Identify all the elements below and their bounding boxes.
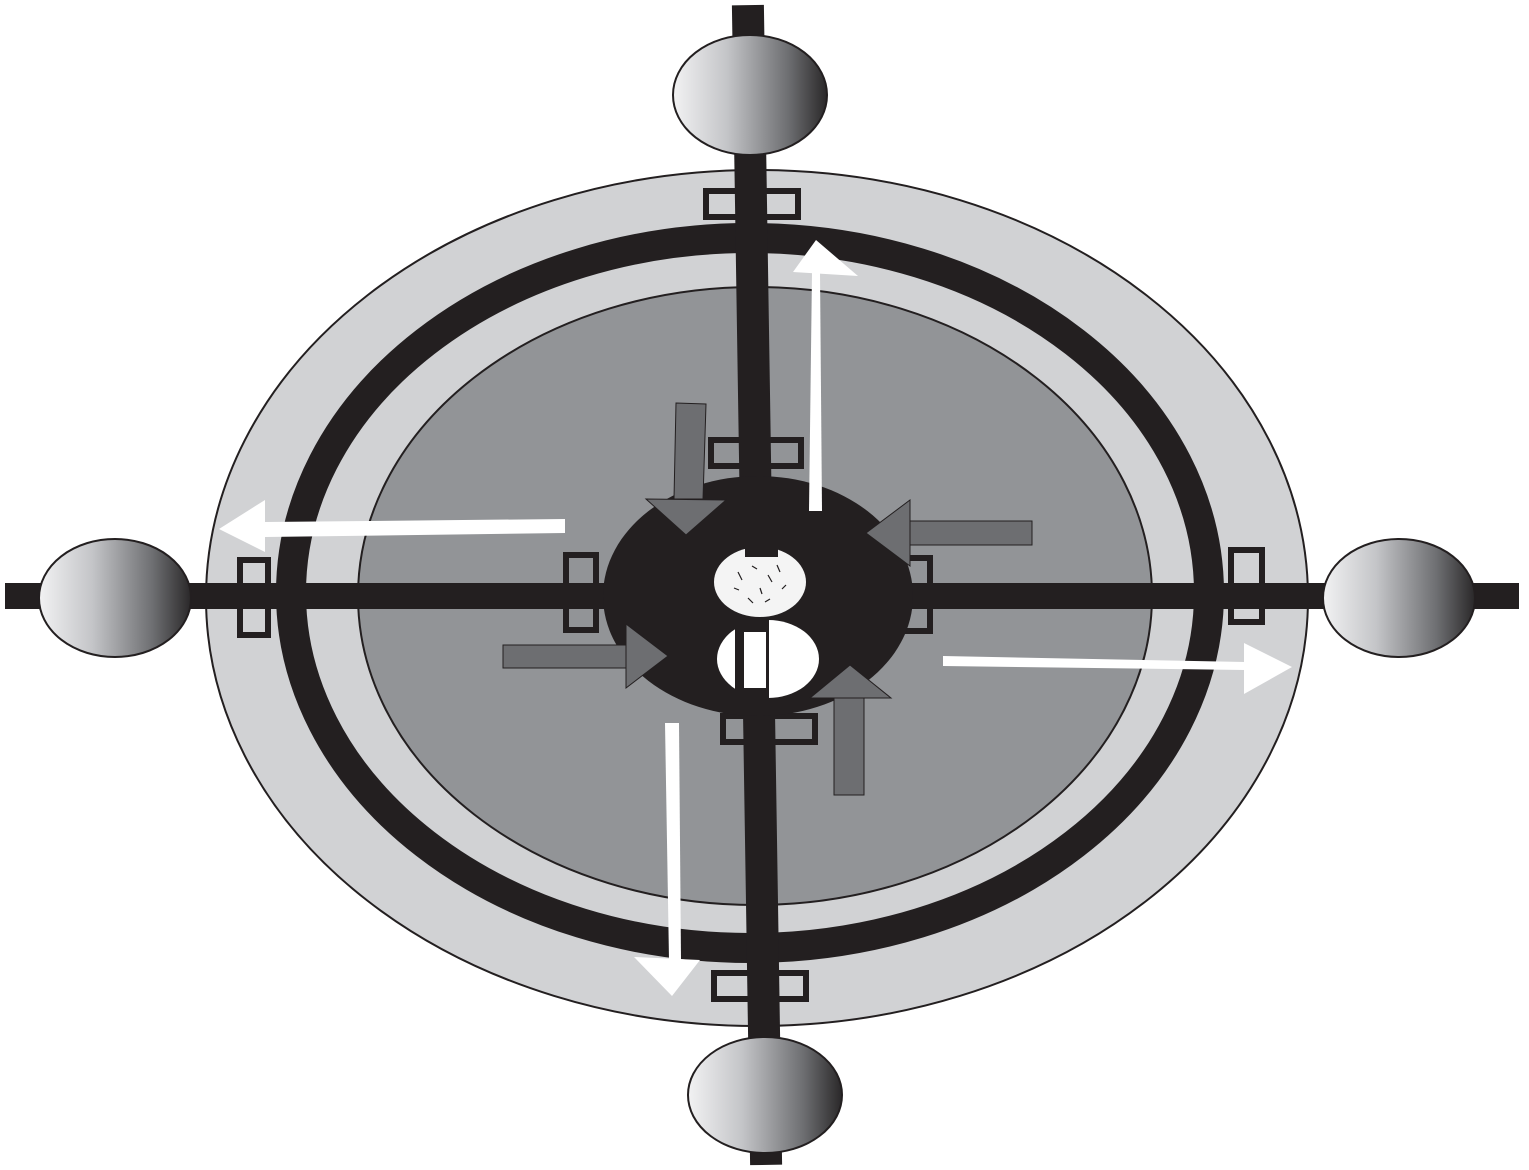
hub-spot-upper	[714, 547, 806, 617]
node-left	[39, 539, 191, 657]
node-bottom	[688, 1037, 842, 1153]
hub-spot-notch	[745, 543, 778, 557]
node-right	[1323, 539, 1475, 657]
node-top	[673, 35, 827, 155]
hub-spot-divider-line	[738, 630, 744, 690]
